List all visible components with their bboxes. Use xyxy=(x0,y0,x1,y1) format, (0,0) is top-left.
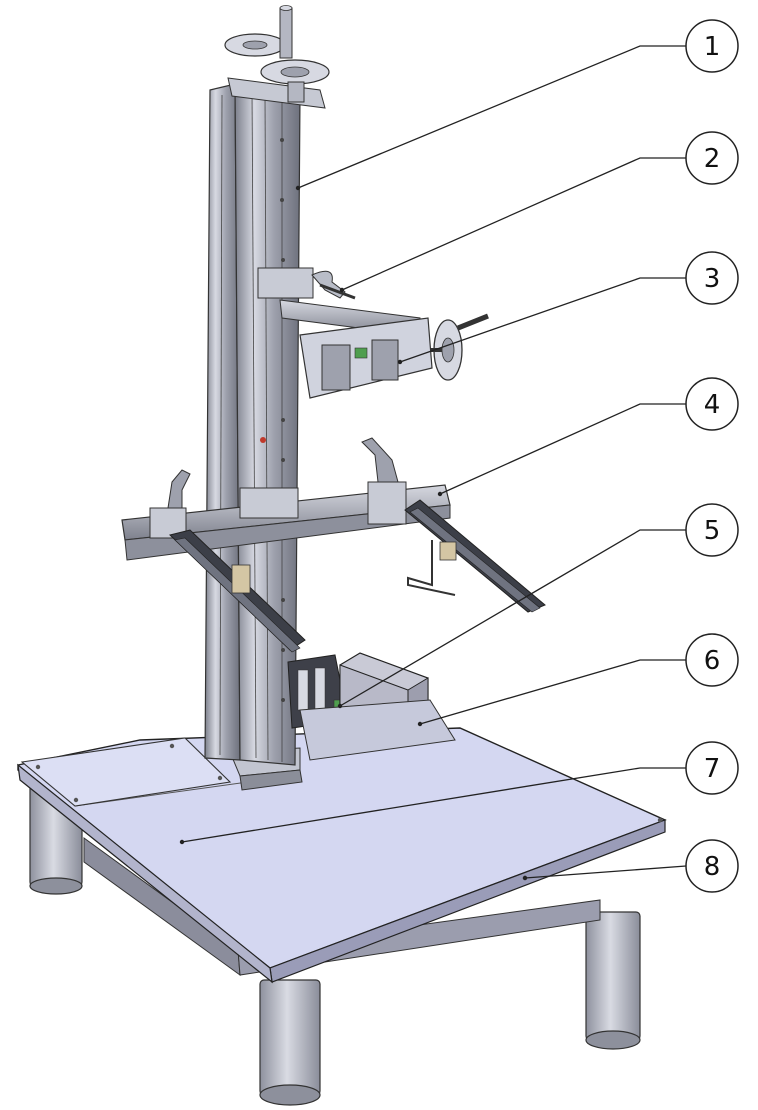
callout-7: 7 xyxy=(685,741,739,795)
callout-balloons: 1 2 3 4 5 6 7 8 xyxy=(685,19,739,893)
table-legs xyxy=(29,779,641,1106)
callout-2-label: 2 xyxy=(704,144,721,174)
callout-1-label: 1 xyxy=(704,32,721,62)
leader-7 xyxy=(181,767,686,843)
left-cover-plate xyxy=(20,737,232,807)
right-arm xyxy=(404,499,546,613)
callout-leaders xyxy=(181,45,687,879)
callout-6: 6 xyxy=(685,633,739,687)
leg-front-center xyxy=(259,979,321,1096)
leader-8 xyxy=(524,865,687,879)
top-handwheels xyxy=(224,5,330,109)
vertical-column xyxy=(204,83,301,766)
leader-2 xyxy=(341,157,686,291)
callout-3: 3 xyxy=(685,251,739,305)
callout-3-label: 3 xyxy=(704,264,721,294)
left-arm xyxy=(169,529,306,653)
callout-5: 5 xyxy=(685,503,739,557)
callout-5-label: 5 xyxy=(704,516,721,546)
callout-8: 8 xyxy=(685,839,739,893)
callout-4-label: 4 xyxy=(704,390,721,420)
leader-1 xyxy=(297,45,686,189)
callout-2: 2 xyxy=(685,131,739,185)
control-box xyxy=(299,652,456,761)
callout-7-label: 7 xyxy=(704,754,721,784)
callout-1: 1 xyxy=(685,19,739,73)
leader-4 xyxy=(439,403,686,495)
callout-6-label: 6 xyxy=(704,646,721,676)
leader-endpoints xyxy=(179,185,528,881)
leader-5 xyxy=(339,529,686,707)
leader-6 xyxy=(419,659,686,725)
base-plate-left-edge xyxy=(17,763,273,984)
leader-3 xyxy=(399,277,686,363)
callout-8-label: 8 xyxy=(704,852,721,882)
leg-back-right xyxy=(585,911,641,1041)
callout-4: 4 xyxy=(685,377,739,431)
base-plate xyxy=(17,727,667,984)
upper-clamp xyxy=(257,267,356,300)
upper-fixture xyxy=(279,299,489,399)
